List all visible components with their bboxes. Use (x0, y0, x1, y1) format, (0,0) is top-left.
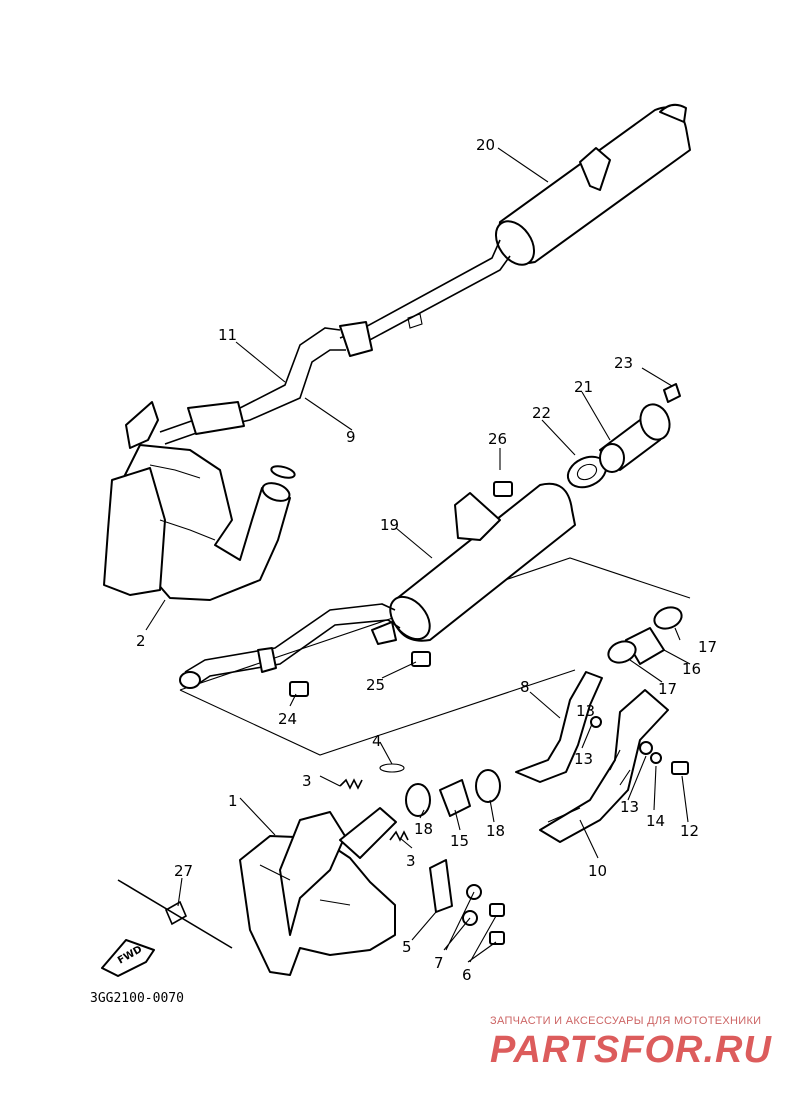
clamp-18a (405, 783, 431, 817)
end-cap-21-22-23 (566, 383, 681, 489)
callout-13b: 13 (574, 750, 593, 768)
callout-26: 26 (488, 430, 507, 448)
callout-2: 2 (136, 632, 146, 650)
callout-12: 12 (680, 822, 699, 840)
callout-25: 25 (366, 676, 385, 694)
callout-9: 9 (346, 428, 356, 446)
leader-lines (145, 147, 691, 963)
lower-assembly: FWD (101, 671, 689, 977)
upper-assembly (103, 103, 691, 601)
fwd-arrow-icon: FWD (101, 939, 155, 977)
callout-14: 14 (646, 812, 665, 830)
expansion-chamber-1 (239, 807, 397, 976)
joint-15-16-17 (607, 606, 683, 665)
callout-16: 16 (682, 660, 701, 678)
gasket-4 (379, 763, 405, 773)
spring-3b (389, 830, 409, 842)
callout-13c: 13 (620, 798, 639, 816)
callout-4: 4 (372, 732, 382, 750)
callout-18a: 18 (414, 820, 433, 838)
callout-6: 6 (462, 966, 472, 984)
bracket-frame (179, 557, 691, 756)
bracket-5 (429, 859, 453, 913)
watermark: ЗАПЧАСТИ И АКСЕССУАРЫ ДЛЯ МОТОТЕХНИКИ PA… (490, 1015, 772, 1071)
callout-18b: 18 (486, 822, 505, 840)
callout-17a: 17 (698, 638, 717, 656)
callout-21: 21 (574, 378, 593, 396)
clamp-18b (475, 769, 501, 803)
callout-13a: 13 (576, 702, 595, 720)
expansion-chamber-2 (103, 401, 296, 601)
catalog-code: 3GG2100-0070 (90, 991, 184, 1006)
muffler-20 (339, 103, 691, 349)
callout-27: 27 (174, 862, 193, 880)
callout-3b: 3 (406, 852, 416, 870)
callout-22: 22 (532, 404, 551, 422)
callout-7: 7 (434, 954, 444, 972)
pipe-9-11 (159, 313, 423, 445)
spring-3a (339, 778, 363, 790)
watermark-brand: PARTSFOR.RU (490, 1029, 772, 1071)
heat-guard-10 (539, 689, 669, 843)
pipe-8 (515, 671, 603, 783)
callout-17b: 17 (658, 680, 677, 698)
callout-8: 8 (520, 678, 530, 696)
muffler-19 (179, 482, 576, 689)
stand-27 (117, 879, 233, 949)
callout-labels: 1 2 3 3 4 5 6 7 8 9 10 11 12 13 13 13 14… (136, 136, 717, 984)
bolts-24-25-26 (289, 481, 513, 697)
callout-20: 20 (476, 136, 495, 154)
callout-15: 15 (450, 832, 469, 850)
callout-10: 10 (588, 862, 607, 880)
callout-24: 24 (278, 710, 297, 728)
callout-5: 5 (402, 938, 412, 956)
callout-11: 11 (218, 326, 237, 344)
callout-19: 19 (380, 516, 399, 534)
middle-assembly (179, 383, 691, 756)
callout-1: 1 (228, 792, 238, 810)
callout-23: 23 (614, 354, 633, 372)
joint-15 (439, 779, 471, 817)
callout-3a: 3 (302, 772, 312, 790)
watermark-tagline: ЗАПЧАСТИ И АКСЕССУАРЫ ДЛЯ МОТОТЕХНИКИ (490, 1015, 761, 1027)
